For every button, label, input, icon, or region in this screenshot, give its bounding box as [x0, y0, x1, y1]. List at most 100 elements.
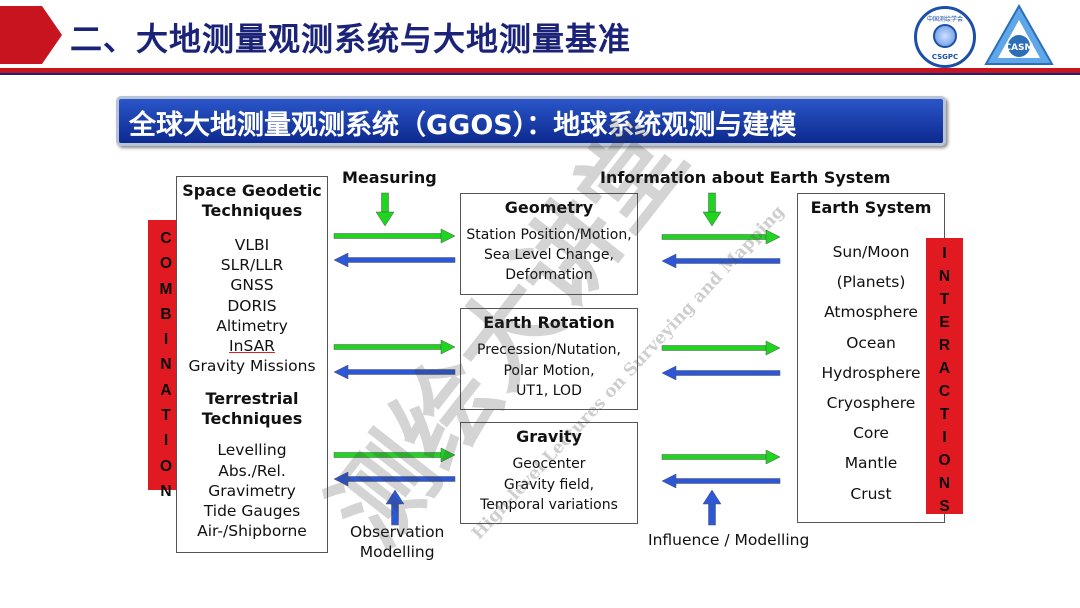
- green-arrow-right-1: [333, 339, 456, 355]
- interactions-letter: N: [938, 268, 951, 285]
- space-technique-item: DORIS: [227, 296, 277, 315]
- logo-top-text: 中国测绘学会: [926, 16, 963, 23]
- combination-letter: N: [160, 356, 172, 374]
- combination-letter: M: [159, 280, 173, 298]
- earth-system-item: (Planets): [836, 273, 906, 292]
- combination-letter: T: [161, 407, 171, 425]
- blue-arrow-left-0: [333, 252, 456, 268]
- logo-bottom-text: CSGPC: [931, 53, 959, 61]
- header-rule-blue: [0, 73, 1080, 75]
- influence-up-arrow: [702, 489, 722, 526]
- terrestrial-techniques-title-2: Techniques: [201, 409, 303, 429]
- gravity-line: Geocenter: [512, 456, 586, 472]
- combination-letter: O: [159, 255, 173, 273]
- influence-label: Influence / Modelling: [648, 531, 810, 549]
- green-arrow-right-es-1: [661, 340, 781, 356]
- terrestrial-technique-item: Tide Gauges: [203, 502, 301, 521]
- green-arrow-right-es-0: [661, 229, 781, 245]
- observation-text: Observation: [350, 523, 445, 541]
- green-arrow-right-es-2: [661, 449, 781, 465]
- interactions-letter: A: [938, 360, 951, 377]
- earth-rotation-lines: Precession/Nutation, Polar Motion, UT1, LO…: [461, 340, 637, 402]
- geometry-title: Geometry: [504, 198, 594, 217]
- earth-rotation-title: Earth Rotation: [483, 313, 615, 332]
- interactions-letter: C: [938, 383, 951, 400]
- space-technique-item: GNSS: [230, 276, 274, 295]
- interactions-letter: T: [939, 406, 950, 423]
- measuring-down-arrow: [375, 192, 395, 227]
- header-red-tab: [0, 6, 62, 64]
- earth-system-item: Atmosphere: [824, 303, 918, 322]
- geometry-line: Station Position/Motion,: [466, 227, 632, 243]
- combination-letter: I: [163, 331, 169, 349]
- geometry-lines: Station Position/Motion, Sea Level Change…: [461, 225, 637, 285]
- observation-up-arrow: [385, 489, 405, 526]
- casm-logo: CASM: [984, 3, 1054, 65]
- interactions-letter: R: [938, 337, 951, 354]
- green-arrow-right-2: [333, 447, 456, 463]
- interactions-letter: I: [942, 245, 947, 262]
- subtitle-text: 全球大地测量观测系统（GGOS）：地球系统观测与建模: [129, 110, 797, 141]
- earth-system-item: Core: [853, 424, 889, 443]
- info-down-arrow: [702, 192, 722, 227]
- green-arrow-right-0: [333, 228, 456, 244]
- earth-system-item: Mantle: [844, 454, 898, 473]
- blue-arrow-left-es-0: [661, 253, 781, 269]
- observation-modelling-label: Observation Modelling: [350, 522, 444, 562]
- combination-letter: C: [160, 230, 172, 247]
- earth-system-box: Earth System Sun/Moon(Planets)Atmosphere…: [797, 193, 945, 523]
- measuring-label: Measuring: [342, 168, 437, 187]
- combination-letter: A: [160, 381, 172, 399]
- modelling-text: Modelling: [359, 543, 435, 561]
- earth-system-item: Sun/Moon: [832, 243, 910, 261]
- earth-system-item: Hydrosphere: [821, 363, 921, 382]
- geometry-line: Deformation: [505, 267, 593, 283]
- earth-rotation-line: UT1, LOD: [516, 383, 582, 399]
- casm-logo-text: CASM: [1004, 43, 1033, 53]
- terrestrial-technique-item: Gravimetry: [208, 481, 296, 500]
- blue-arrow-left-es-1: [661, 365, 781, 381]
- interactions-letter: O: [938, 452, 951, 469]
- space-techniques-title-1: Space Geodetic: [182, 181, 322, 200]
- interactions-letter: I: [942, 429, 947, 446]
- earth-rotation-line: Polar Motion,: [503, 362, 595, 379]
- earth-rotation-box: Earth Rotation Precession/Nutation, Polar…: [460, 308, 638, 410]
- blue-arrow-left-1: [333, 364, 456, 380]
- blue-arrow-left-es-2: [661, 473, 781, 489]
- interactions-letter: T: [939, 291, 950, 308]
- subtitle-banner: 全球大地测量观测系统（GGOS）：地球系统观测与建模: [116, 96, 946, 146]
- combination-letter: O: [159, 457, 173, 475]
- space-technique-item: Altimetry: [216, 316, 288, 335]
- gravity-line: Gravity field,: [503, 476, 595, 493]
- earth-rotation-line: Precession/Nutation,: [477, 342, 621, 358]
- terrestrial-technique-item: Air-/Shipborne: [197, 522, 307, 541]
- header-rule: [0, 68, 1080, 73]
- terrestrial-technique-item: Levelling: [217, 441, 287, 460]
- combination-letter: B: [160, 305, 172, 323]
- terrestrial-technique-item: Abs./Rel.: [218, 461, 286, 480]
- geometry-box: Geometry Station Position/Motion, Sea Lev…: [460, 193, 638, 295]
- interactions-letter: S: [939, 498, 950, 515]
- earth-system-item: Ocean: [846, 333, 896, 352]
- csgpc-logo: 中国测绘学会 CSGPC: [914, 6, 976, 68]
- gravity-title: Gravity: [516, 427, 582, 446]
- blue-arrow-left-2: [333, 471, 456, 487]
- globe-icon: [933, 24, 957, 48]
- earth-system-item: Crust: [850, 484, 892, 503]
- space-techniques-title-2: Techniques: [201, 201, 303, 220]
- gravity-line: Temporal variations: [480, 497, 618, 513]
- combination-letter: I: [163, 432, 169, 450]
- space-technique-item: InSAR: [229, 337, 275, 356]
- space-technique-item: Gravity Missions: [188, 357, 316, 376]
- interactions-letter: N: [938, 475, 951, 492]
- geometry-line: Sea Level Change,: [484, 247, 614, 263]
- space-technique-item: SLR/LLR: [220, 256, 284, 275]
